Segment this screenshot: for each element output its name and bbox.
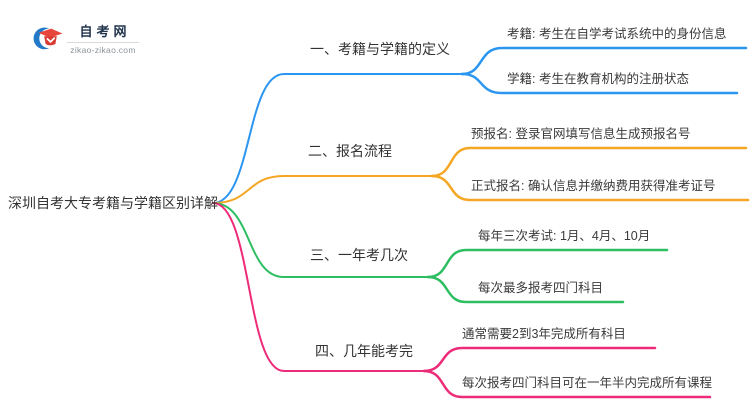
logo-text-block: 自考网 zikao-zikao.com xyxy=(67,21,139,55)
branch-4-child-2: 每次报考四门科目可在一年半内完成所有课程 xyxy=(462,376,713,390)
branch-1-child-2: 学籍: 考生在教育机构的注册状态 xyxy=(507,72,689,86)
branch-3-child-1-line xyxy=(426,248,669,279)
branch-2-label: 二、报名流程 xyxy=(308,143,392,159)
branch-1-child-1: 考籍: 考生在自学考试系统中的身份信息 xyxy=(507,27,727,41)
branch-2-lines xyxy=(212,146,750,204)
branch-4-label: 四、几年能考完 xyxy=(315,343,413,359)
logo-crescent-shape xyxy=(33,27,50,50)
branch-2-child-2: 正式报名: 确认信息并缴纳费用获得准考证号 xyxy=(471,179,716,193)
branch-1-main-line xyxy=(212,73,463,204)
branch-2-child-1-line xyxy=(430,146,748,178)
branch-3-main-line xyxy=(212,202,429,278)
branch-3-child-1: 每年三次考试: 1月、4月、10月 xyxy=(478,229,651,243)
branch-2-child-2-line xyxy=(430,174,750,202)
branch-1-child-1-line xyxy=(460,46,748,76)
logo-cap-top-shape xyxy=(38,28,63,38)
branch-4-child-1-line xyxy=(422,346,657,373)
site-name: 自考网 xyxy=(79,24,131,39)
branch-4-child-1: 通常需要2到3年完成所有科目 xyxy=(462,327,626,341)
branch-1-child-2-line xyxy=(460,72,739,95)
branch-3-label: 三、一年考几次 xyxy=(310,247,408,263)
graduation-cap-icon xyxy=(33,27,63,50)
branch-1-label: 一、考籍与学籍的定义 xyxy=(310,41,450,57)
branch-4-main-line xyxy=(212,202,425,372)
logo-cap-chevron xyxy=(46,37,56,44)
root-topic: 深圳自考大专考籍与学籍区别详解 xyxy=(8,195,218,211)
site-url: zikao-zikao.com xyxy=(67,42,139,55)
branch-3-lines xyxy=(212,202,669,304)
branch-2-main-line xyxy=(212,175,433,204)
branch-3-child-2: 每次最多报考四门科目 xyxy=(478,281,604,295)
branch-4-lines xyxy=(212,202,712,399)
branch-4-child-2-line xyxy=(422,369,712,399)
branch-3-child-2-line xyxy=(426,275,625,304)
branch-1-lines xyxy=(212,46,748,204)
site-logo: 自考网 zikao-zikao.com xyxy=(30,21,139,55)
branch-2-child-1: 预报名: 登录官网填写信息生成预报名号 xyxy=(471,127,691,141)
